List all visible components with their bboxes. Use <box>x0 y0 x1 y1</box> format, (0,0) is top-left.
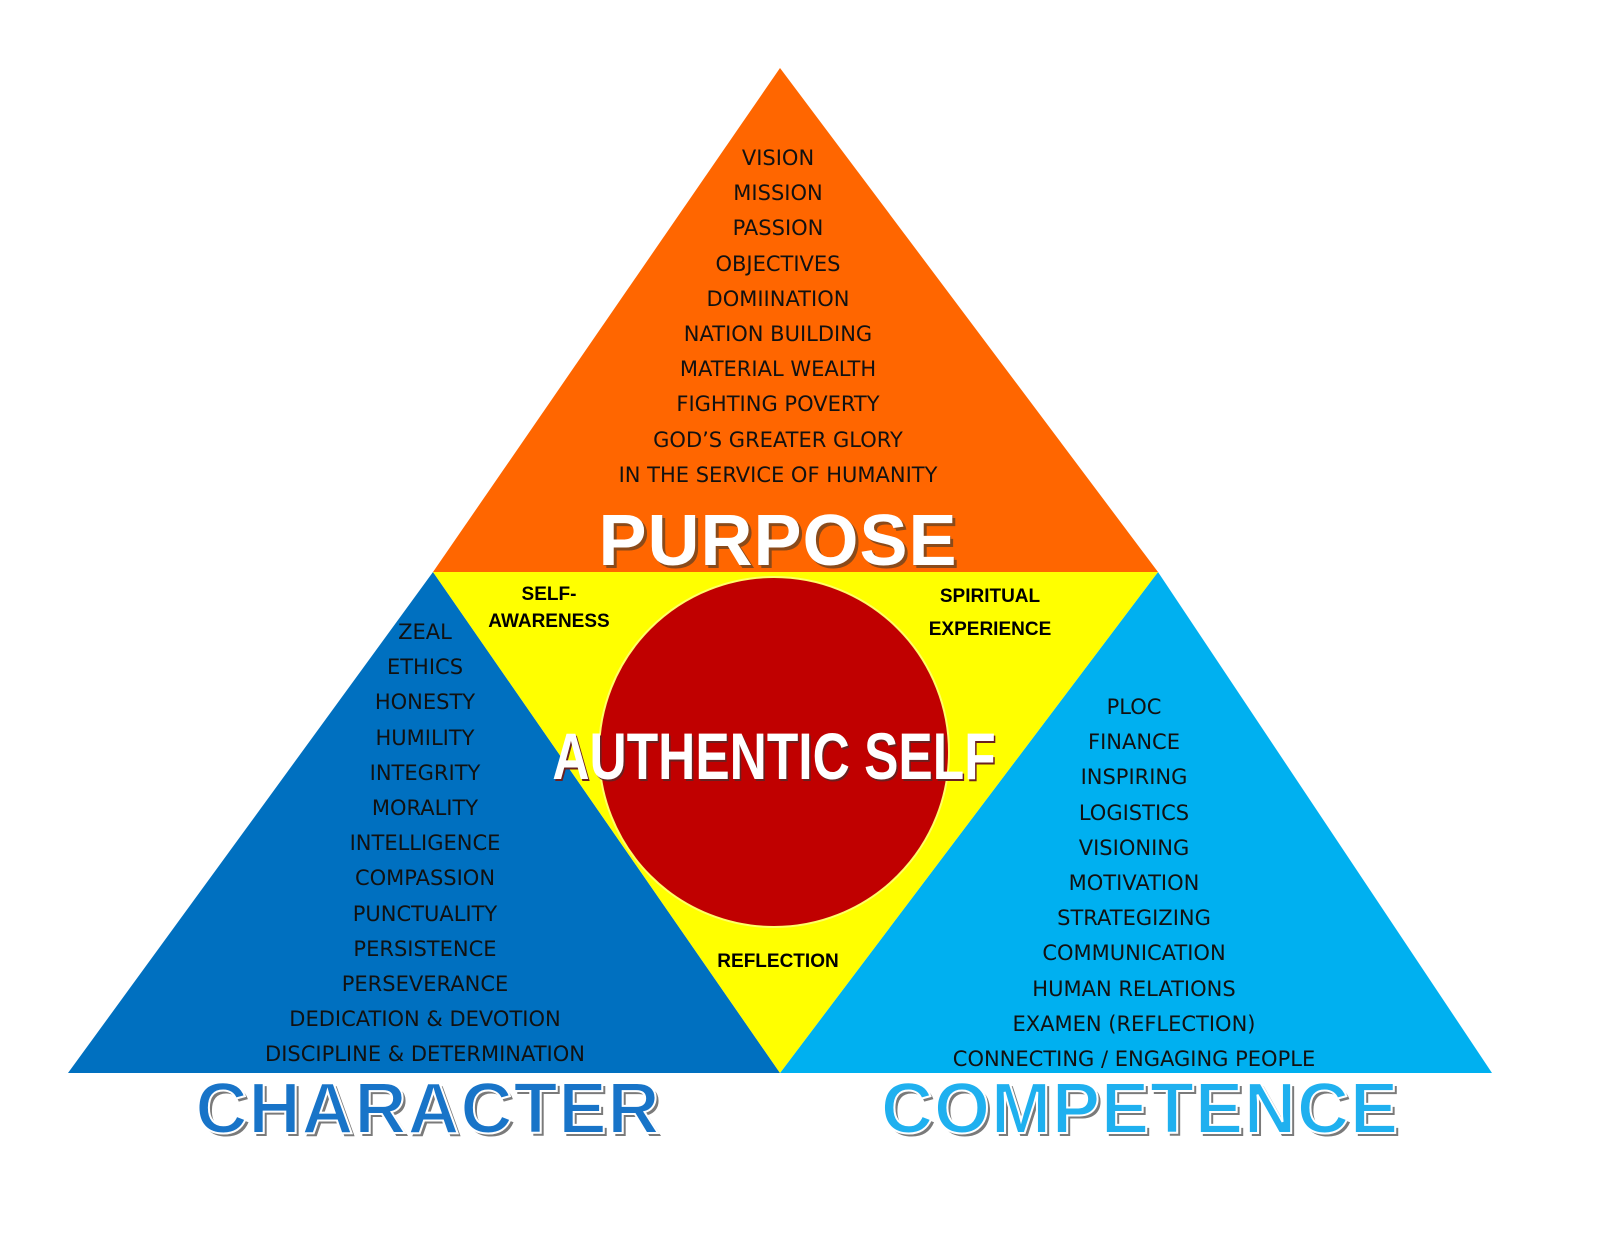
authentic-self-label: AUTHENTIC SELF <box>552 719 996 793</box>
competence-item: COMMUNICATION <box>1042 941 1226 966</box>
character-item: HUMILITY <box>375 725 475 750</box>
competence-item: PLOC <box>1106 695 1162 719</box>
character-item: DISCIPLINE & DETERMINATION <box>265 1042 585 1067</box>
purpose-item: FIGHTING POVERTY <box>676 392 880 417</box>
competence-triangle <box>780 572 1492 1073</box>
spiritual-experience-line-2: EXPERIENCE <box>928 619 1052 640</box>
competence-item: MOTIVATION <box>1068 870 1200 895</box>
purpose-title: PURPOSE <box>598 501 958 581</box>
character-item: PERSEVERANCE <box>341 971 509 996</box>
character-item: ETHICS <box>386 655 464 680</box>
purpose-item: MISSION <box>733 181 823 206</box>
competence-item: STRATEGIZING <box>1057 906 1211 931</box>
competence-title: COMPETENCE <box>880 1068 1400 1150</box>
character-item: INTELLIGENCE <box>349 831 501 856</box>
competence-item: VISIONING <box>1078 835 1190 860</box>
character-item: MORALITY <box>371 795 479 820</box>
purpose-triangle <box>433 68 1158 572</box>
purpose-item: VISION <box>741 146 815 170</box>
self-awareness-line-1: SELF- <box>521 584 577 605</box>
character-item: PUNCTUALITY <box>352 901 498 926</box>
competence-item: LOGISTICS <box>1078 800 1190 825</box>
purpose-item: DOMIINATION <box>706 286 850 311</box>
character-item: COMPASSION <box>354 866 496 891</box>
competence-item: CONNECTING / ENGAGING PEOPLE <box>952 1046 1316 1071</box>
character-list: ZEAL ETHICS HONESTY HUMILITY INTEGRITY M… <box>265 615 585 1072</box>
reflection-label: REFLECTION <box>717 948 838 975</box>
purpose-item: MATERIAL WEALTH <box>679 357 877 382</box>
competence-item: INSPIRING <box>1080 765 1188 790</box>
competence-item: FINANCE <box>1088 730 1180 755</box>
purpose-item: OBJECTIVES <box>715 251 841 276</box>
character-item: DEDICATION & DEVOTION <box>289 1007 561 1032</box>
character-title: CHARACTER <box>195 1068 661 1150</box>
authentic-self-circle <box>598 576 950 928</box>
purpose-item: NATION BUILDING <box>683 321 873 346</box>
character-item: HONESTY <box>374 690 476 715</box>
self-awareness-line-2: AWARENESS <box>488 611 610 632</box>
reflection-line: REFLECTION <box>717 951 839 972</box>
character-item: PERSISTENCE <box>353 936 497 961</box>
purpose-item: IN THE SERVICE OF HUMANITY <box>618 462 938 487</box>
character-item: INTEGRITY <box>369 760 481 785</box>
competence-item: EXAMEN (REFLECTION) <box>1012 1011 1256 1036</box>
competence-list: PLOC FINANCE INSPIRING LOGISTICS VISIONI… <box>953 690 1315 1077</box>
purpose-list: VISION MISSION PASSION OBJECTIVES DOMIIN… <box>619 141 938 493</box>
self-awareness-label: SELF- AWARENESS <box>488 581 609 635</box>
spiritual-experience-line-1: SPIRITUAL <box>939 586 1041 607</box>
character-item: ZEAL <box>398 620 452 644</box>
spiritual-experience-label: SPIRITUAL EXPERIENCE <box>929 583 1051 643</box>
character-triangle <box>68 572 780 1073</box>
purpose-item: GOD’S GREATER GLORY <box>653 427 903 452</box>
competence-item: HUMAN RELATIONS <box>1032 976 1236 1001</box>
purpose-item: PASSION <box>732 216 824 241</box>
